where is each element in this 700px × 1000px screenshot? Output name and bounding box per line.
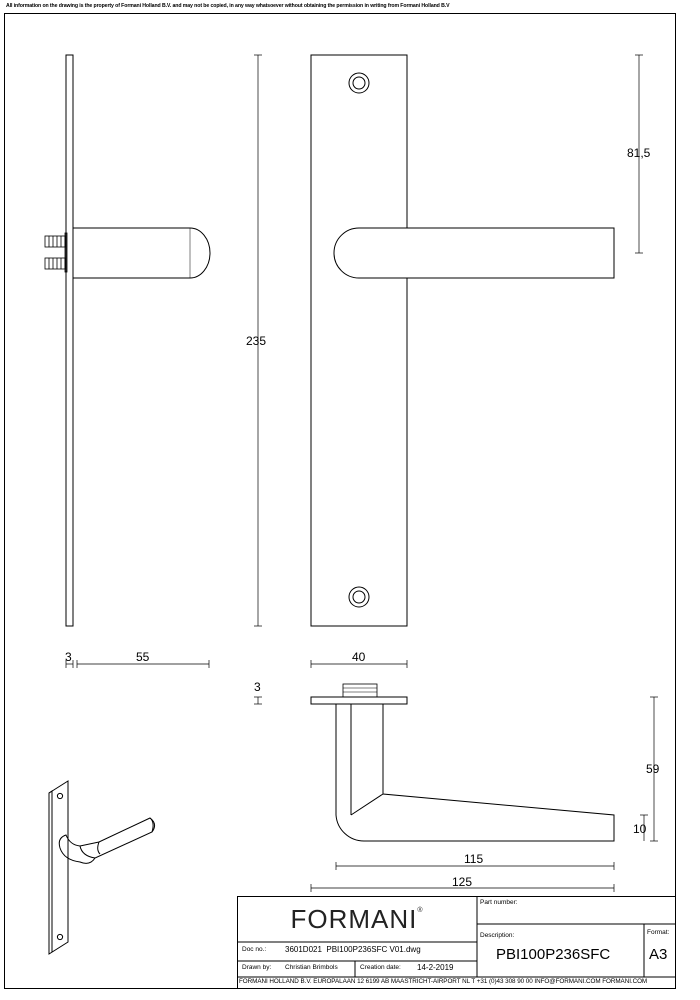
creation-date-label: Creation date: xyxy=(360,964,401,971)
dim-label-rose-3: 3 xyxy=(254,680,261,694)
dim-label-55: 55 xyxy=(136,650,150,664)
format-value: A3 xyxy=(649,946,668,963)
dim-lengths xyxy=(310,862,615,892)
dim-label-10: 10 xyxy=(633,822,647,836)
isometric-view xyxy=(48,780,156,955)
dim-lever-height xyxy=(640,696,658,842)
dim-label-3: 3 xyxy=(65,650,72,664)
dim-label-235: 235 xyxy=(246,334,266,348)
dim-label-115: 115 xyxy=(464,852,483,866)
side-lever xyxy=(73,227,211,279)
part-number-label: Part number: xyxy=(480,899,518,906)
dim-label-81-5: 81,5 xyxy=(627,146,651,160)
doc-no-label: Doc no.: xyxy=(242,946,267,953)
dim-rose xyxy=(254,696,262,705)
front-view xyxy=(310,54,615,627)
dim-plate-width xyxy=(310,660,408,668)
dim-overall-height xyxy=(254,54,262,627)
dim-lever-offset xyxy=(635,54,643,254)
plan-rose xyxy=(310,696,408,705)
dim-label-59: 59 xyxy=(646,762,660,776)
creation-date-value: 14-2-2019 xyxy=(417,963,454,972)
title-block: FORMANI® Part number: Description: PBI10… xyxy=(237,896,676,989)
copyright-notice: All information on the drawing is the pr… xyxy=(6,3,450,9)
dim-side-bottom xyxy=(65,660,210,668)
description-value: PBI100P236SFC xyxy=(496,946,611,963)
drawn-by-label: Drawn by: xyxy=(242,964,272,971)
side-spindle xyxy=(44,232,68,273)
doc-no-value: 3601D021 PBI100P236SFC V01.dwg xyxy=(285,945,421,954)
plan-view xyxy=(310,683,615,842)
company-footer: FORMANI HOLLAND B.V. EUROPALAAN 12 6199 … xyxy=(239,978,648,985)
front-plate xyxy=(310,54,408,627)
plan-lever xyxy=(335,704,615,842)
plan-spindle xyxy=(342,683,378,698)
format-label: Format: xyxy=(647,929,670,936)
drawn-by-value: Christian Brimbols xyxy=(285,964,338,971)
side-plate xyxy=(65,54,74,627)
dim-label-40: 40 xyxy=(352,650,366,664)
formani-logo: FORMANI® xyxy=(290,904,424,934)
screw-hole-bottom xyxy=(348,586,370,608)
side-view xyxy=(44,54,211,627)
dim-label-125: 125 xyxy=(452,875,472,889)
description-label: Description: xyxy=(480,932,515,939)
screw-hole-top xyxy=(348,72,370,94)
front-lever xyxy=(333,227,615,279)
